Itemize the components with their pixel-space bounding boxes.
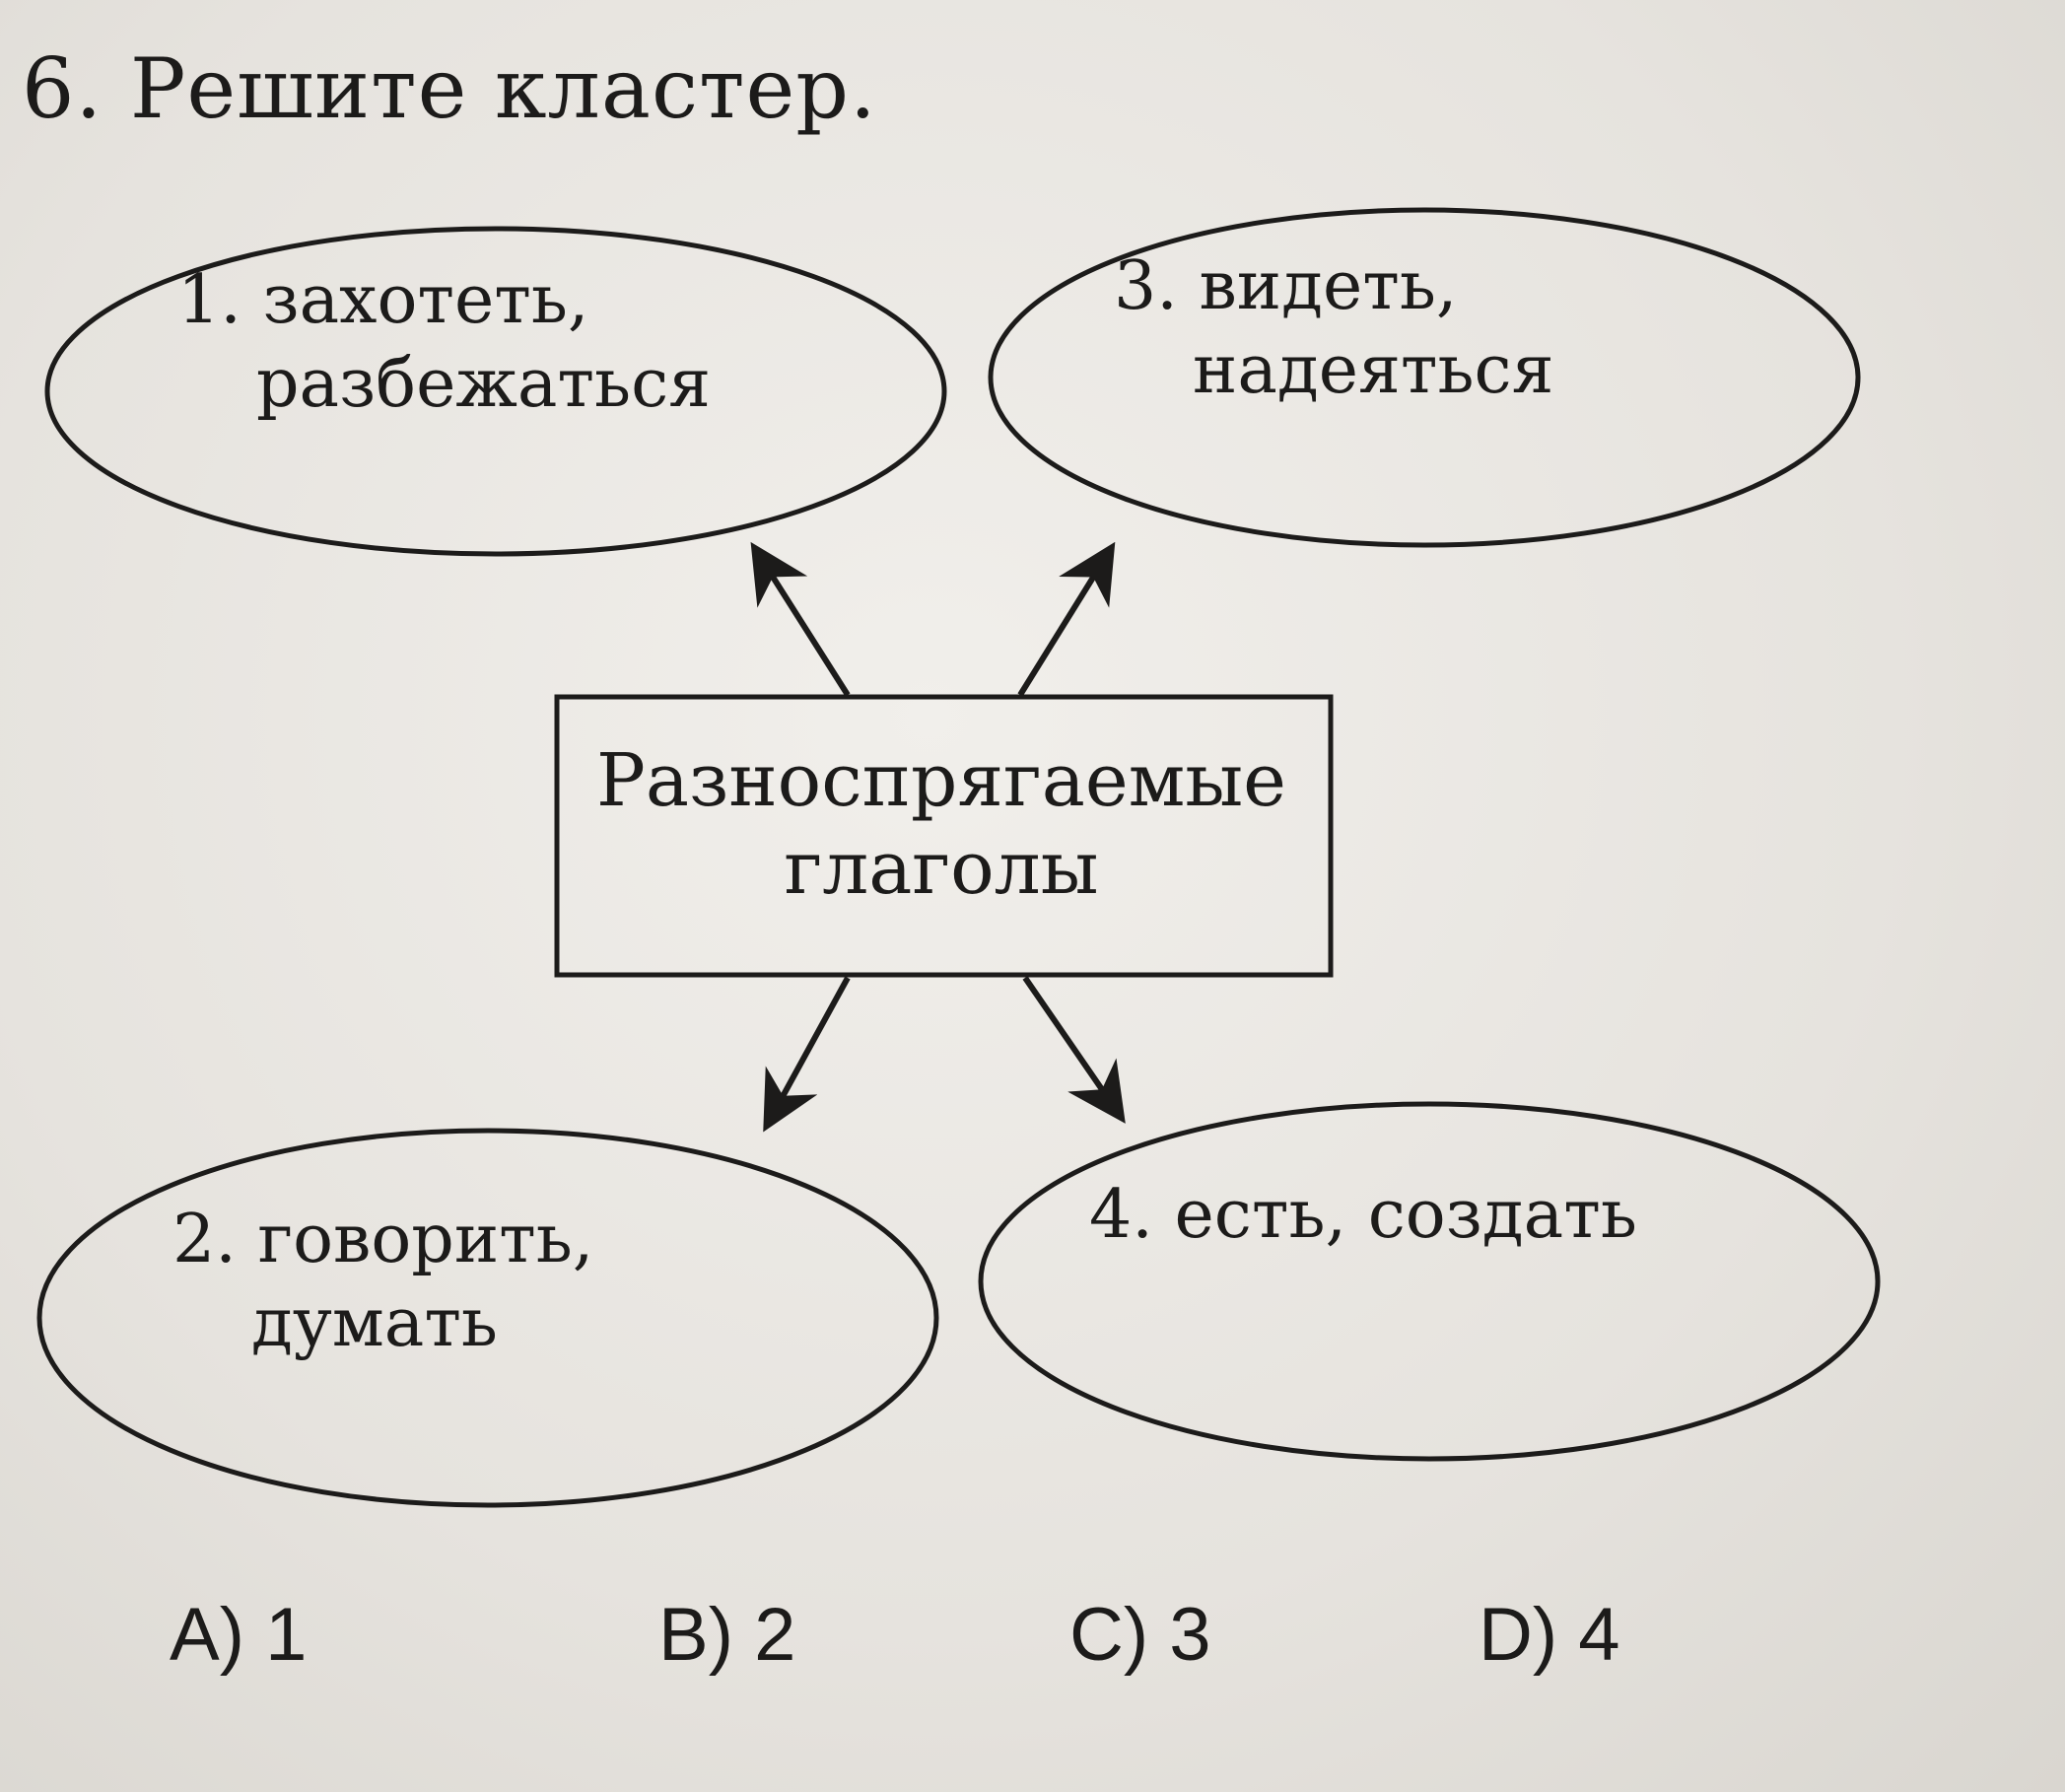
node-label-2: 2. говорить, думать [172,1198,593,1365]
node-ellipse-2 [36,1128,939,1508]
node-2-line2: думать [251,1284,498,1362]
node-3-line2: надеяться [1193,331,1554,409]
node-3-line1: 3. видеть, [1114,247,1458,325]
answer-option-a[interactable]: A) 1 [170,1593,308,1677]
center-label-line2: глаголы [784,825,1099,911]
node-ellipse-4 [978,1101,1881,1462]
arrow-to-node-4 [1022,976,1126,1124]
node-ellipse-1 [44,226,947,557]
answer-option-c[interactable]: C) 3 [1069,1593,1211,1677]
center-label: Разноспрягаемые глаголы [557,737,1326,913]
node-label-3: 3. видеть, надеяться [1114,244,1554,412]
node-label-1: 1. захотеть, разбежаться [177,258,711,426]
node-label-4: 4. есть, создать [1089,1173,1637,1257]
node-1-line2: разбежаться [256,345,712,423]
center-label-line1: Разноспрягаемые [596,738,1286,823]
arrow-to-node-1 [750,541,851,697]
center-box [554,694,1334,978]
arrow-to-node-3 [1017,541,1116,697]
node-4-line1: 4. есть, создать [1089,1176,1637,1254]
answer-option-b[interactable]: B) 2 [658,1593,796,1677]
arrow-to-node-2 [763,976,851,1133]
node-ellipse-3 [988,207,1861,548]
answer-option-d[interactable]: D) 4 [1479,1593,1620,1677]
node-2-line1: 2. говорить, [172,1201,594,1278]
task-title: 6. Решите кластер. [22,40,877,137]
node-1-line1: 1. захотеть, [177,261,589,339]
